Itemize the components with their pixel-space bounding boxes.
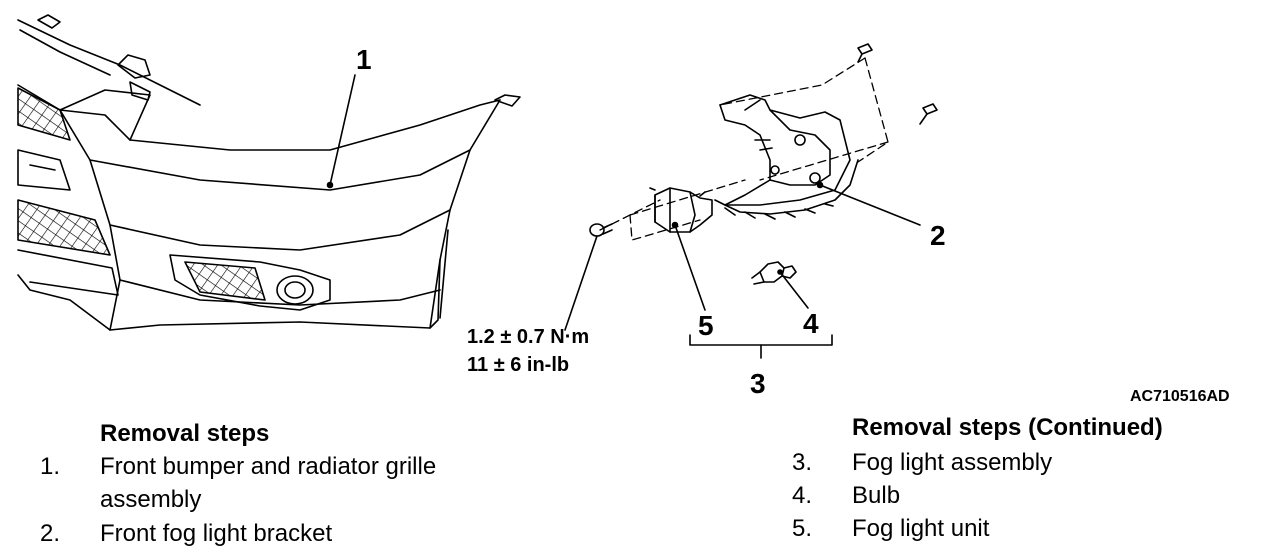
figure-code: AC710516AD bbox=[1130, 388, 1230, 405]
front-bumper-drawing bbox=[17, 14, 521, 331]
torque-spec-imperial: 11 ± 6 in-lb bbox=[467, 354, 570, 376]
fog-light-unit-drawing bbox=[649, 187, 713, 233]
leader-dot-2 bbox=[816, 181, 824, 189]
leader-line-torque bbox=[564, 235, 598, 331]
leader-line-5 bbox=[674, 224, 706, 311]
step-number: 2. bbox=[40, 520, 61, 547]
step-text: assembly bbox=[100, 486, 202, 513]
leader-line-2 bbox=[819, 184, 921, 226]
step-number: 3. bbox=[792, 449, 813, 476]
callout-2: 2 bbox=[930, 220, 946, 251]
callout-4: 4 bbox=[803, 308, 819, 339]
step-text: Front fog light bracket bbox=[100, 520, 333, 547]
step-text: Front bumper and radiator grille bbox=[100, 453, 437, 480]
step-text: Bulb bbox=[852, 482, 901, 509]
callout-3: 3 bbox=[750, 368, 766, 399]
list-item: 3. Fog light assembly bbox=[792, 446, 1212, 480]
list-item: 4. Bulb bbox=[792, 479, 1212, 513]
removal-steps-title: Removal steps bbox=[100, 420, 270, 447]
leader-dot-1 bbox=[326, 181, 334, 189]
exploded-view-diagram bbox=[17, 14, 938, 359]
leader-line-1 bbox=[329, 74, 356, 186]
bolt-top-2 bbox=[919, 103, 938, 125]
torque-spec-metric: 1.2 ± 0.7 N·m bbox=[467, 326, 590, 348]
bolt-top-1 bbox=[857, 43, 873, 63]
callout-5: 5 bbox=[698, 310, 714, 341]
list-item: 2. Front fog light bracket bbox=[40, 517, 520, 551]
leader-line-4 bbox=[779, 271, 809, 309]
callout-1: 1 bbox=[356, 44, 372, 75]
list-item: 1. Front bumper and radiator grille bbox=[40, 450, 520, 484]
step-number: 4. bbox=[792, 482, 813, 509]
step-number: 5. bbox=[792, 515, 813, 542]
step-text: Fog light unit bbox=[852, 515, 990, 542]
fog-light-bracket-drawing bbox=[714, 94, 859, 220]
list-item: 5. Fog light unit bbox=[792, 512, 1212, 546]
step-number: 1. bbox=[40, 453, 61, 480]
step-text: Fog light assembly bbox=[852, 449, 1053, 476]
list-item-continuation: assembly bbox=[40, 483, 520, 517]
bulb-drawing bbox=[751, 261, 797, 285]
removal-steps-continued-title: Removal steps (Continued) bbox=[852, 414, 1163, 441]
